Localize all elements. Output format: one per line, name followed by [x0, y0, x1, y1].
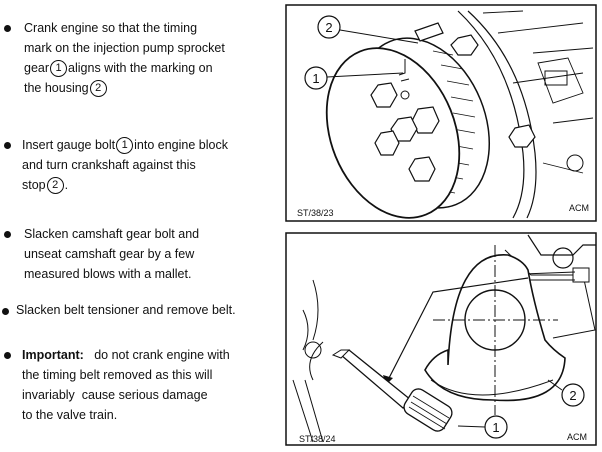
instruction-text: mark on the injection pump sprocket	[24, 41, 225, 55]
bullet-icon	[4, 231, 11, 238]
instruction-text: gear	[24, 61, 50, 75]
instruction-text: Crank engine so that the timing	[24, 21, 198, 35]
instruction-text: aligns with the marking on	[68, 61, 213, 75]
callout-number-icon: 2	[46, 177, 64, 195]
instruction-line: the timing belt removed as this will	[22, 365, 230, 385]
instruction-text: Slacken camshaft gear bolt and	[24, 227, 200, 241]
step-4: Slacken belt tensioner and remove belt.	[0, 300, 280, 320]
instruction-line: Slacken camshaft gear bolt and	[24, 224, 199, 244]
figure-sprocket-alignment: 2 1 ST/38/23 ACM	[283, 3, 601, 228]
instruction-text: the housing	[24, 81, 89, 95]
bullet-icon	[4, 142, 11, 149]
step-text: Slacken belt tensioner and remove belt.	[16, 300, 236, 320]
instruction-line: measured blows with a mallet.	[24, 264, 199, 284]
step-text: Important: do not crank engine with the t…	[22, 345, 230, 425]
step-text: Slacken camshaft gear bolt and unseat cam…	[24, 224, 199, 284]
instruction-line: and turn crankshaft against this	[22, 155, 228, 175]
callout-number-icon: 1	[116, 137, 134, 155]
figure-code: ST/38/24	[299, 434, 336, 444]
instruction-text: into engine block	[134, 138, 228, 152]
step-1: Crank engine so that the timing mark on t…	[0, 18, 280, 108]
bullet-icon	[2, 308, 9, 315]
bullet-icon	[4, 25, 11, 32]
instruction-text: measured blows with a mallet.	[24, 267, 192, 281]
callout-2: 2	[317, 15, 419, 44]
instruction-line: Crank engine so that the timing	[24, 18, 225, 38]
figure-code: ST/38/23	[297, 208, 334, 218]
instruction-line: Slacken belt tensioner and remove belt.	[16, 300, 236, 320]
instruction-line: to the valve train.	[22, 405, 230, 425]
callout-2: 2	[547, 379, 585, 407]
callout-number-icon: 2	[89, 80, 107, 98]
instruction-text: stop	[22, 178, 46, 192]
instruction-line: Important: do not crank engine with	[22, 345, 230, 365]
step-3: Slacken camshaft gear bolt and unseat cam…	[0, 224, 280, 288]
svg-text:2: 2	[569, 388, 576, 403]
instruction-line: invariably cause serious damage	[22, 385, 230, 405]
svg-text:2: 2	[325, 20, 332, 35]
instruction-text: unseat camshaft gear by a few	[24, 247, 195, 261]
instruction-text: invariably cause serious damage	[22, 388, 208, 402]
instruction-text: and turn crankshaft against this	[22, 158, 196, 172]
svg-text:1: 1	[492, 420, 499, 435]
callout-1: 1	[457, 415, 508, 439]
instruction-line: unseat camshaft gear by a few	[24, 244, 199, 264]
figure-credit: ACM	[569, 203, 589, 213]
instruction-text: do not crank engine with	[83, 348, 230, 362]
figure-credit: ACM	[567, 432, 587, 442]
instruction-text: to the valve train.	[22, 408, 118, 422]
instruction-text: the timing belt removed as this will	[22, 368, 213, 382]
gauge-bolt-illustration: 2 1 ST/38/24 ACM	[285, 232, 597, 446]
sprocket-illustration: 2 1 ST/38/23 ACM	[285, 4, 597, 222]
step-5: Important: do not crank engine with the t…	[0, 345, 280, 430]
instruction-line: mark on the injection pump sprocket	[24, 38, 225, 58]
emphasis-text: Important:	[22, 348, 84, 362]
instruction-text: .	[64, 178, 69, 192]
figure-gauge-bolt: 2 1 ST/38/24 ACM	[283, 230, 601, 452]
callout-number-icon: 1	[50, 60, 68, 78]
callout-1: 1	[304, 66, 404, 90]
instruction-text: Slacken belt tensioner and remove belt.	[16, 303, 236, 317]
step-text: Crank engine so that the timing mark on t…	[24, 18, 225, 98]
svg-text:1: 1	[312, 71, 319, 86]
instruction-text: Insert gauge bolt	[22, 138, 116, 152]
bullet-icon	[4, 352, 11, 359]
